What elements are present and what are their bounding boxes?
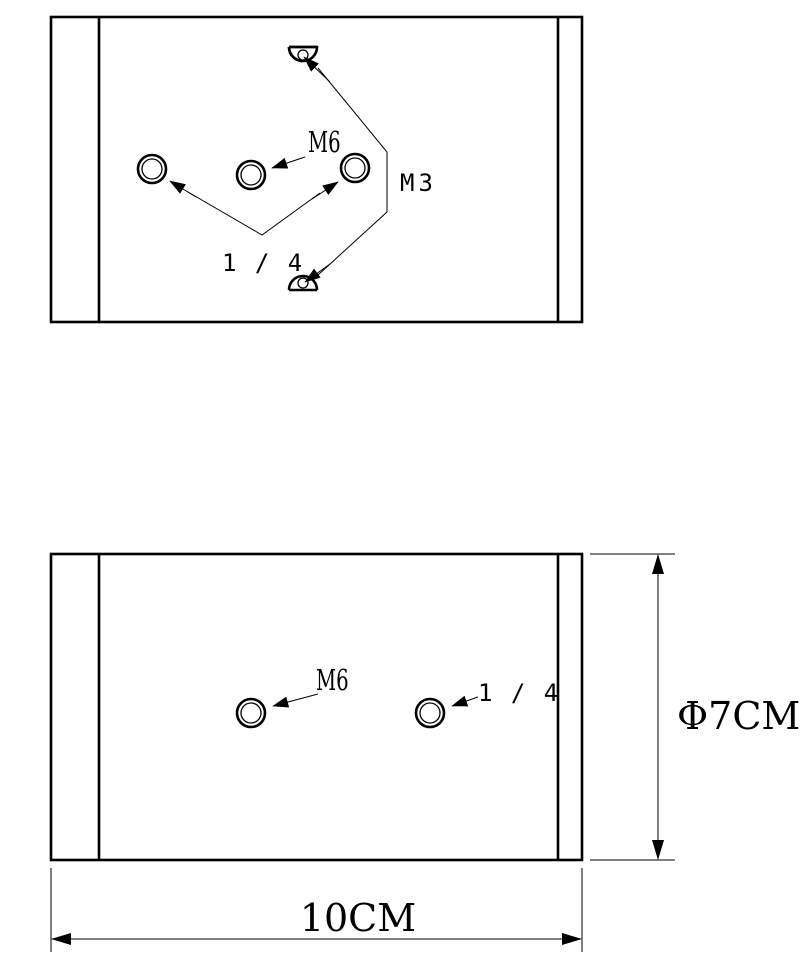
diameter-dimension-label: Φ7CM [677,694,800,738]
bottom-hole-quarter [414,697,446,729]
top-hole-right [339,152,371,184]
top-hole-left [136,153,168,185]
top-quarter-arrow-left [169,180,197,198]
bottom-m6-leader [272,693,319,708]
top-m6-label: M6 [308,125,341,159]
top-body-outline [49,15,584,324]
top-m3-leader [317,67,388,276]
top-quarter-label: 1 / 4 [222,249,304,277]
top-m3-notch-lower [287,274,319,292]
top-m3-arrow-upper [303,56,331,83]
top-view: M6 M3 1 / 4 [49,15,584,324]
bottom-quarter-leader [451,695,479,707]
top-m3-notch-upper [287,45,319,63]
bottom-body-outline [49,552,584,862]
top-m3-label: M3 [400,169,437,197]
top-quarter-arrow-right [311,181,339,200]
top-m6-leader [271,156,306,169]
bottom-view: M6 1 / 4 [49,552,584,862]
top-m3-arrow-lower [304,263,331,283]
bottom-quarter-label: 1 / 4 [478,679,560,707]
bottom-m6-label: M6 [316,663,349,697]
dimension-width: 10CM [50,868,583,952]
width-dimension-label: 10CM [300,896,416,940]
bottom-hole-m6 [235,697,267,729]
top-hole-m6 [235,159,267,191]
dimension-diameter: Φ7CM [590,553,800,861]
top-quarter-leader [187,191,321,236]
